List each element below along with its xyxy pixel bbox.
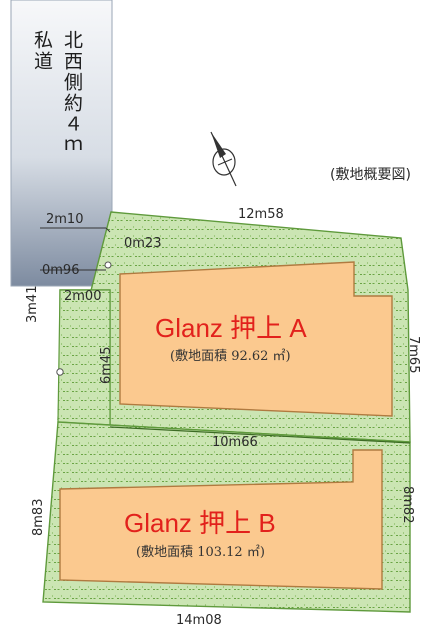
dim-road-0m23: 0m23 bbox=[124, 236, 162, 251]
lot-a-area: (敷地面積 92.62 ㎡) bbox=[170, 349, 291, 364]
dim-road-0m96: 0m96 bbox=[42, 263, 80, 278]
dim-road-2m10: 2m10 bbox=[46, 212, 84, 227]
dim-road-2m00: 2m00 bbox=[64, 289, 102, 304]
map-title: (敷地概要図) bbox=[330, 167, 411, 183]
dim-left-a-inner: 6m45 bbox=[99, 346, 114, 384]
lot-b-area: (敷地面積 103.12 ㎡) bbox=[136, 545, 265, 560]
dim-left-b: 8m83 bbox=[31, 498, 46, 536]
lot-b-title: Glanz 押上 B bbox=[124, 508, 276, 538]
dim-right-a: 7m65 bbox=[406, 336, 421, 374]
road-label-north-west: 北西側約４ｍ bbox=[61, 30, 83, 156]
boundary-point bbox=[104, 261, 112, 269]
boundary-point bbox=[56, 368, 64, 376]
north-arrow-icon bbox=[210, 131, 237, 187]
lot-b-building bbox=[59, 449, 383, 590]
road-label-private: 私道 bbox=[31, 30, 53, 72]
lot-division-line bbox=[109, 426, 411, 444]
dim-right-b: 8m82 bbox=[400, 486, 415, 524]
dim-between: 10m66 bbox=[212, 435, 258, 450]
lot-a-building bbox=[119, 261, 393, 417]
dim-bottom-b: 14m08 bbox=[176, 613, 222, 628]
dim-top-a: 12m58 bbox=[238, 207, 284, 222]
dim-left-a-outer: 3m41 bbox=[25, 285, 40, 323]
lot-a-title: Glanz 押上 A bbox=[155, 313, 307, 343]
private-road bbox=[10, 0, 113, 287]
